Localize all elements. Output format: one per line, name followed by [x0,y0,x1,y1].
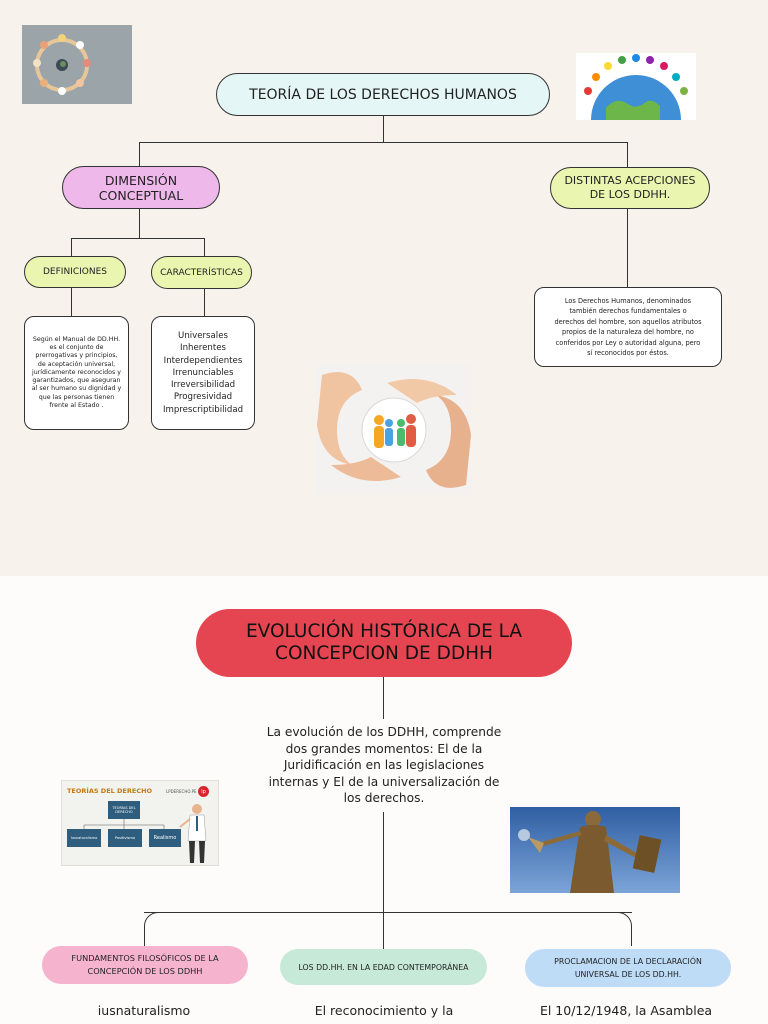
acepciones-node: DISTINTAS ACEPCIONES DE LOS DDHH. [550,167,710,209]
definicion-text: Según el Manual de DD.HH. es el conjunto… [31,336,122,409]
connector [144,912,632,913]
title-node: TEORÍA DE LOS DERECHOS HUMANOS [216,73,550,116]
caracteristicas-list: Universales Inherentes Interdependientes… [162,331,244,415]
proclamacion-text: PROCLAMACION DE LA DECLARACIÓN UNIVERSAL… [554,957,702,979]
connector [627,142,628,167]
connector [71,288,72,316]
fundamentos-text: FUNDAMENTOS FILOSÓFICOS DE LA CONCEPCIÓN… [71,953,219,976]
fundamentos-node: FUNDAMENTOS FILOSÓFICOS DE LA CONCEPCIÓN… [42,946,248,984]
teorias-derecho-image: TEORÍAS DEL DERECHO LPDERECHO.PE lp TEOR… [61,780,219,866]
lawyer-figure-icon [179,804,207,863]
reconocimiento-text: El reconocimiento y la [314,1003,454,1018]
connector [139,209,140,238]
connector-left-curve [144,912,160,946]
acepciones-box: Los Derechos Humanos, denominados tambié… [534,287,722,367]
teorias-image-brand: LPDERECHO.PE [166,789,197,794]
asamblea-text: El 10/12/1948, la Asamblea [539,1003,713,1018]
connector [139,142,628,143]
teorias-item: Iusnaturalismo [67,829,101,847]
teorias-image-center: TEORÍAS DEL DERECHO [108,801,140,819]
acepciones-paragraph: Los Derechos Humanos, denominados tambié… [554,296,702,358]
definiciones-node: DEFINICIONES [24,256,126,288]
edad-text: LOS DD.HH. EN LA EDAD CONTEMPORÁNEA [298,962,469,972]
connector [383,677,384,719]
connector [383,116,384,142]
statue-icon [510,807,680,893]
page-2: EVOLUCIÓN HISTÓRICA DE LA CONCEPCION DE … [0,576,768,1024]
page-1: TEORÍA DE LOS DERECHOS HUMANOS DIMENSIÓN… [0,0,768,576]
caracteristicas-box: Universales Inherentes Interdependientes… [151,316,255,430]
connector-right-curve [616,912,632,946]
globe-people-image [576,53,696,120]
hands-people-icon [317,372,471,488]
paper-people-ring-icon [22,25,132,104]
statue-image [510,807,680,893]
teorias-item: Positivismo [108,829,142,847]
iusnaturalismo-text: iusnaturalismo [97,1003,191,1018]
teorias-item: Realismo [149,829,181,847]
connector [71,238,205,239]
acepciones-text: DISTINTAS ACEPCIONES DE LOS DDHH. [564,174,696,201]
teorias-connector-icon [83,819,165,829]
paper-people-ring-image [22,25,132,104]
caracteristicas-text: CARACTERÍSTICAS [160,267,243,278]
connector [627,209,628,287]
connector [383,812,384,912]
connector [71,238,72,256]
edad-node: LOS DD.HH. EN LA EDAD CONTEMPORÁNEA [280,949,487,985]
title-text: TEORÍA DE LOS DERECHOS HUMANOS [249,86,517,103]
connector [383,912,384,950]
caracteristicas-node: CARACTERÍSTICAS [151,256,252,289]
dimension-node: DIMENSIÓN CONCEPTUAL [62,166,220,209]
hands-people-image [317,365,471,495]
connector [204,238,205,256]
dimension-text: DIMENSIÓN CONCEPTUAL [98,172,184,203]
evolucion-title-node: EVOLUCIÓN HISTÓRICA DE LA CONCEPCION DE … [196,609,572,677]
teorias-image-title: TEORÍAS DEL DERECHO [67,787,153,795]
connector [204,289,205,316]
intro-paragraph: La evolución de los DDHH, comprende dos … [246,724,522,807]
intro-text: La evolución de los DDHH, comprende dos … [266,725,502,805]
definicion-box: Según el Manual de DD.HH. es el conjunto… [24,316,129,430]
evolucion-title-text: EVOLUCIÓN HISTÓRICA DE LA CONCEPCION DE … [245,621,523,664]
lp-logo-icon: lp [198,786,209,797]
definiciones-text: DEFINICIONES [43,267,107,277]
proclamacion-node: PROCLAMACION DE LA DECLARACIÓN UNIVERSAL… [525,949,731,987]
connector [139,142,140,166]
globe-people-icon [584,54,688,120]
